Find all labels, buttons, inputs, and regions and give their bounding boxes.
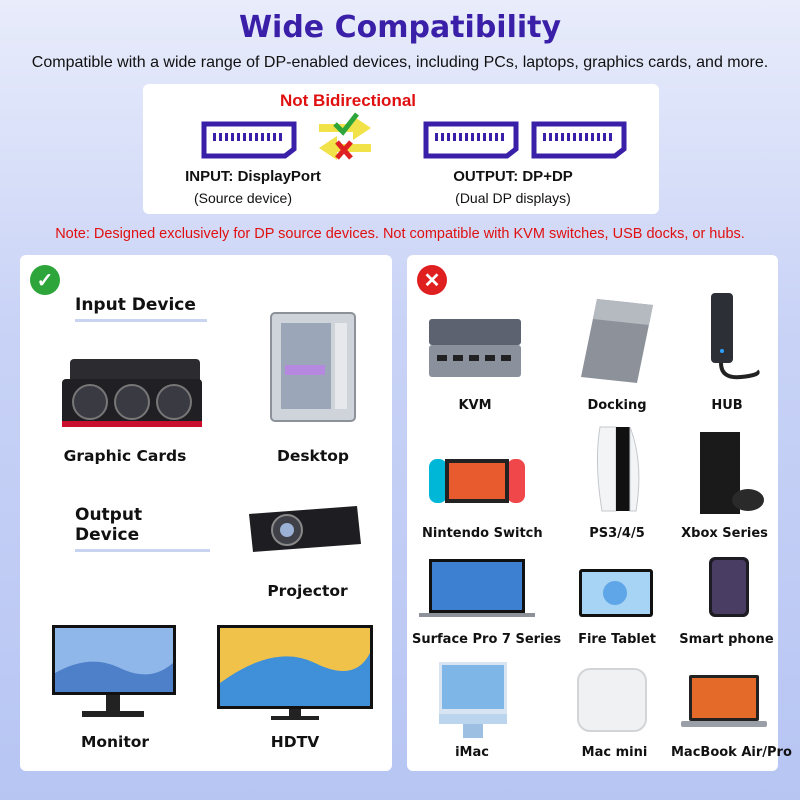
output-device-heading: Output Device — [75, 505, 210, 552]
desktop-image — [270, 312, 356, 422]
supported-devices-panel: ✓ Input Device Graphic Cards Desktop Out… — [20, 255, 392, 771]
hdtv-label: HDTV — [270, 733, 320, 751]
monitor-label: Monitor — [80, 733, 150, 751]
not-bidirectional-label: Not Bidirectional — [280, 91, 417, 110]
check-icon: ✓ — [30, 265, 60, 295]
hub-label: HUB — [711, 398, 743, 413]
projector-image — [249, 506, 361, 552]
surface-pro-image — [419, 559, 535, 617]
dp-input-port-icon — [201, 121, 297, 159]
nintendo-switch-image — [429, 459, 525, 503]
playstation-label: PS3/4/5 — [589, 526, 645, 541]
hub-image — [711, 293, 760, 380]
kvm-label: KVM — [458, 398, 492, 413]
nintendo-switch-label: Nintendo Switch — [422, 526, 543, 541]
kvm-image — [429, 319, 521, 377]
projector-label: Projector — [267, 582, 348, 600]
surface-pro-label: Surface Pro 7 Series — [412, 632, 562, 647]
playstation-image — [596, 426, 640, 512]
docking-image — [581, 299, 653, 383]
imac-label: iMac — [455, 745, 489, 760]
macbook-label: MacBook Air/Pro — [671, 745, 792, 760]
graphic-cards-label: Graphic Cards — [63, 447, 187, 465]
dp-output-port-1-icon — [423, 121, 519, 159]
graphic-cards-image — [62, 359, 202, 427]
unsupported-devices-panel: ✕ KVM Docking HUB Nintendo Switch PS3/4/… — [407, 255, 792, 771]
imac-image — [439, 662, 507, 738]
page-subtitle: Compatible with a wide range of DP-enabl… — [31, 54, 769, 71]
fire-tablet-label: Fire Tablet — [578, 632, 656, 647]
output-subtitle: (Dual DP displays) — [455, 190, 571, 206]
docking-label: Docking — [587, 398, 647, 413]
direction-box: Not Bidirectional INP — [143, 84, 659, 214]
input-subtitle: (Source device) — [193, 190, 293, 206]
macbook-image — [681, 675, 767, 727]
input-title: INPUT: DisplayPort — [185, 168, 321, 185]
compatibility-note: Note: Designed exclusively for DP source… — [55, 226, 745, 242]
smart-phone-label: Smart phone — [679, 632, 774, 647]
cross-icon: ✕ — [417, 265, 447, 295]
hdtv-image — [217, 625, 373, 720]
xbox-image — [700, 432, 764, 514]
input-device-heading: Input Device — [75, 295, 207, 322]
smart-phone-image — [709, 557, 749, 617]
output-title: OUTPUT: DP+DP — [453, 168, 573, 185]
mac-mini-image — [577, 668, 647, 732]
mac-mini-label: Mac mini — [581, 745, 648, 760]
direction-arrows-icon — [319, 112, 371, 160]
monitor-image — [52, 625, 176, 717]
desktop-label: Desktop — [276, 447, 350, 465]
dp-output-port-2-icon — [531, 121, 627, 159]
fire-tablet-image — [579, 569, 653, 617]
xbox-label: Xbox Series — [681, 526, 768, 541]
page-title: Wide Compatibility — [238, 10, 562, 45]
